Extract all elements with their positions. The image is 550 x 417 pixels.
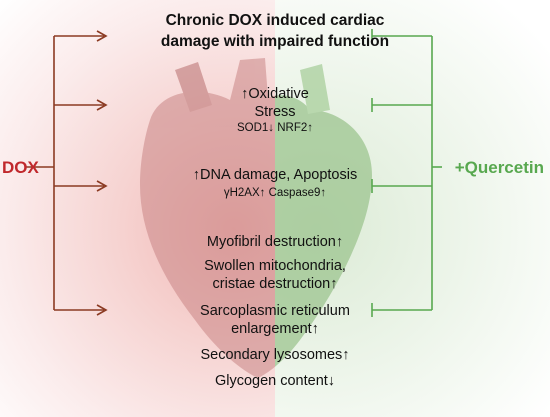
oxidative-line1: ↑Oxidative [241, 86, 309, 102]
dna-damage-block: ↑DNA damage, Apoptosis γH2AX↑ Caspase9↑ [150, 166, 400, 201]
outcome-title: Chronic DOX induced cardiac damage with … [100, 10, 450, 52]
oxidative-stress-block: ↑Oxidative Stress SOD1↓ NRF2↑ [150, 85, 400, 136]
dna-markers: γH2AX↑ Caspase9↑ [223, 187, 327, 199]
mitochondria-line2: cristae destruction↑ [212, 276, 338, 292]
dox-arrowhead-structure [96, 304, 108, 316]
quercetin-label: +Quercetin [454, 158, 544, 177]
oxidative-markers: SOD1↓ NRF2↑ [236, 122, 314, 134]
glycogen-text: Glycogen content↓ [214, 373, 336, 389]
sarcoplasmic-block: Sarcoplasmic reticulum enlargement↑ [150, 302, 400, 338]
myofibril-text: Myofibril destruction↑ [206, 234, 344, 250]
outcome-title-line1: Chronic DOX induced cardiac [165, 12, 385, 29]
dox-arrowhead-dna [96, 180, 108, 192]
dox-bracket [26, 30, 108, 316]
dox-label: DOX [2, 158, 39, 177]
sarcoplasmic-line1: Sarcoplasmic reticulum [200, 303, 350, 319]
mitochondria-block: Swollen mitochondria, cristae destructio… [150, 257, 400, 293]
dna-line1: ↑DNA damage, Apoptosis [192, 167, 358, 183]
dox-arrowhead-oxidative [96, 99, 108, 111]
mitochondria-line1: Swollen mitochondria, [204, 258, 346, 274]
outcome-title-line2: damage with impaired function [160, 33, 390, 50]
sarcoplasmic-line2: enlargement↑ [231, 321, 319, 337]
dox-arrowhead-title [96, 30, 108, 42]
lysosomes-text: Secondary lysosomes↑ [200, 347, 350, 363]
oxidative-line2: Stress [254, 104, 296, 120]
quercetin-bracket [371, 29, 442, 317]
heart-illustration [140, 58, 372, 378]
